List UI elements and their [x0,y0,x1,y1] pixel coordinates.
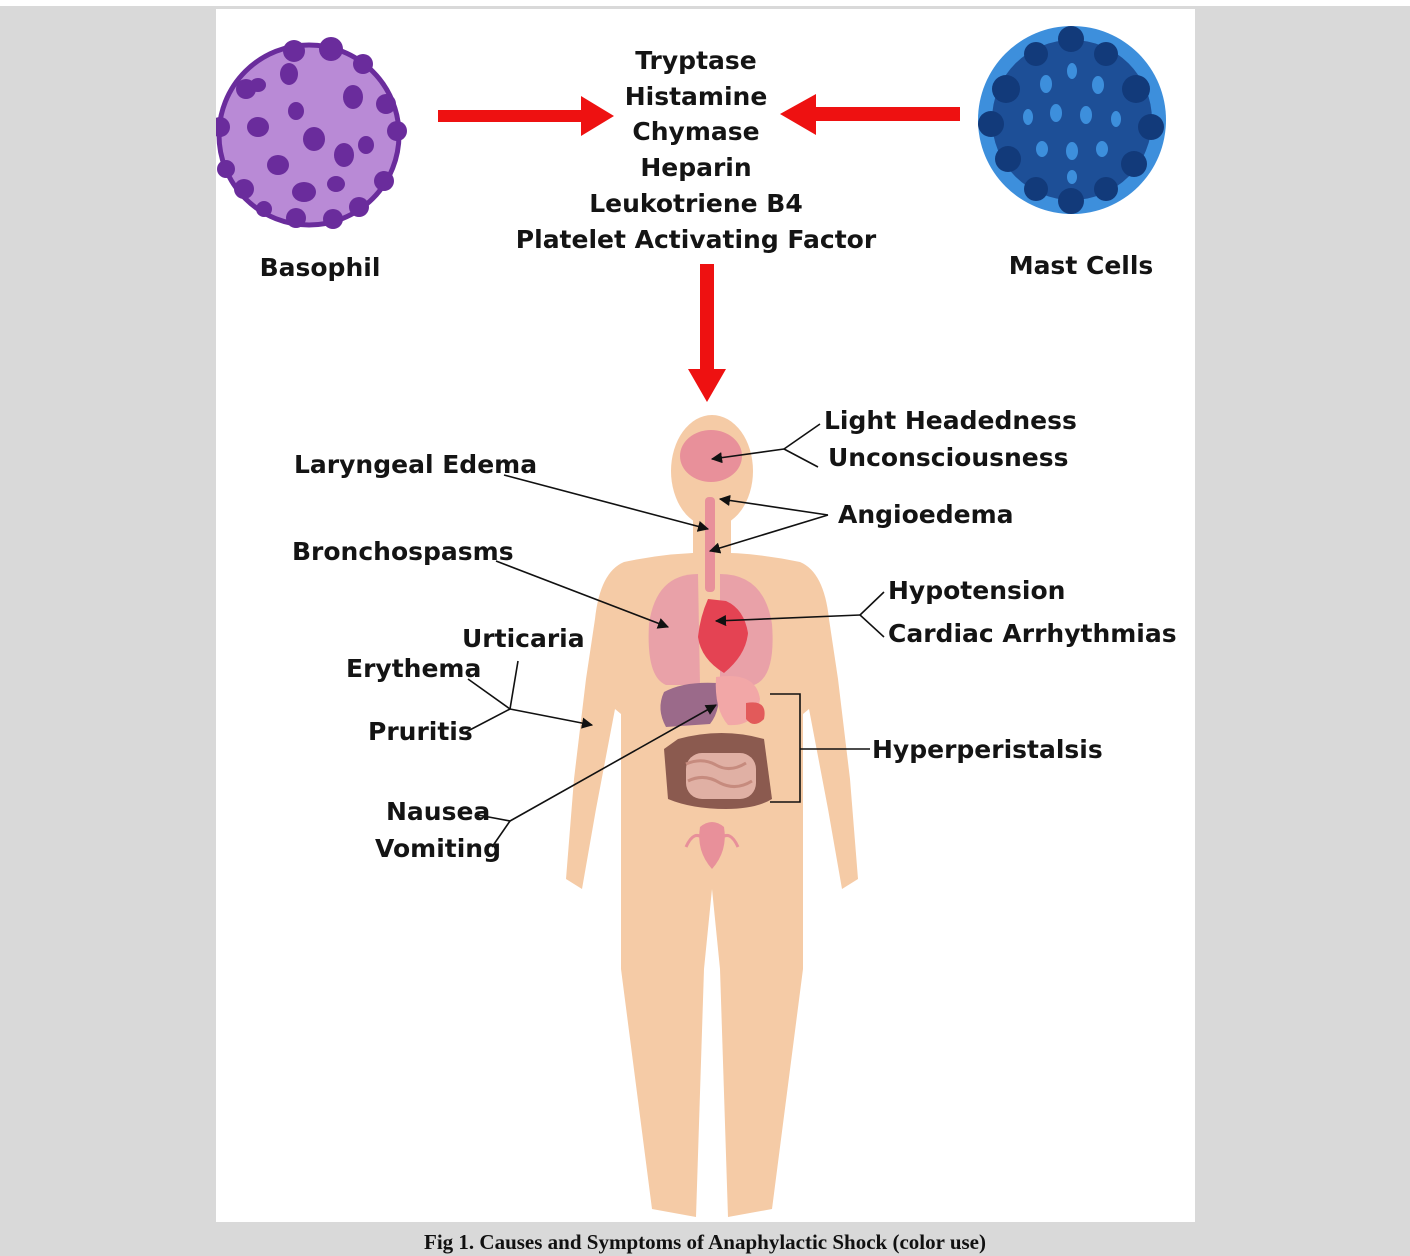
basophil-label: Basophil [260,253,381,282]
symptom-urticaria: Urticaria [462,624,585,653]
symptom-vomiting: Vomiting [375,834,501,863]
symptom-hyperperistalsis: Hyperperistalsis [872,735,1103,764]
symptom-hypotension: Hypotension [888,576,1065,605]
figure-caption: Fig 1. Causes and Symptoms of Anaphylact… [0,1230,1410,1255]
mediator-item: Chymase [632,117,759,146]
symptom-angioedema: Angioedema [838,500,1014,529]
mediators-to-body-arrow [688,264,726,402]
mediator-item: Tryptase [635,46,756,75]
mast-cells-label: Mast Cells [1009,251,1154,280]
top-border [0,0,1410,6]
mast-cell-icon [978,26,1166,214]
anaphylaxis-figure: Basophil Mast Cells Tryptase Histamine C… [216,9,1195,1222]
mediator-item: Heparin [640,153,751,182]
mediator-item: Histamine [625,82,768,111]
symptom-bronchospasms: Bronchospasms [292,537,514,566]
mast-cells-to-mediators-arrow [780,94,960,135]
mediators-list: Tryptase Histamine Chymase Heparin Leuko… [516,46,877,254]
basophil-to-mediators-arrow [438,96,614,136]
symptom-pruritis: Pruritis [368,717,473,746]
diagram-canvas: Basophil Mast Cells Tryptase Histamine C… [216,9,1195,1222]
symptom-unconsciousness: Unconsciousness [828,443,1069,472]
symptom-laryngeal-edema: Laryngeal Edema [294,450,537,479]
symptom-cardiac-arrhythmias: Cardiac Arrhythmias [888,619,1177,648]
mediator-item: Platelet Activating Factor [516,225,877,254]
mediator-item: Leukotriene B4 [589,189,803,218]
symptom-light-headedness: Light Headedness [824,406,1077,435]
symptom-erythema: Erythema [346,654,481,683]
basophil-cell-icon [216,37,407,229]
symptom-nausea: Nausea [386,797,490,826]
